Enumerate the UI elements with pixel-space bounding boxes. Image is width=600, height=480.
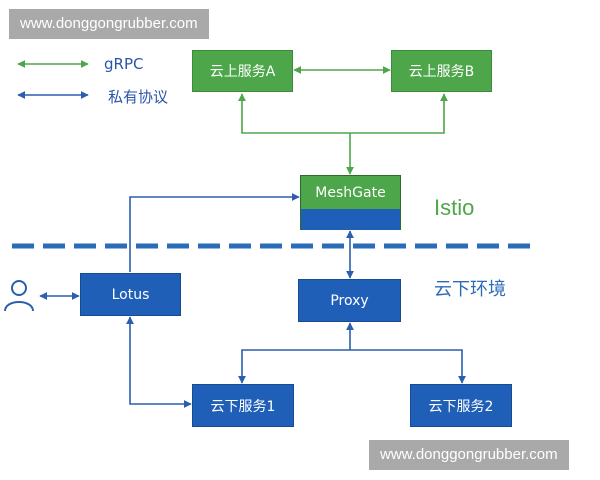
node-lotus: Lotus [80, 273, 181, 316]
node-cloud-service-b: 云上服务B [391, 50, 492, 92]
meshgate-base [301, 209, 400, 230]
watermark-bottom: www.donggongrubber.com [369, 440, 569, 470]
meshgate-label: MeshGate [301, 176, 400, 209]
region-label-onprem: 云下环境 [434, 279, 506, 300]
arrow-meshgate-cloud-services [238, 93, 448, 175]
region-label-istio: Istio [434, 195, 475, 220]
legend-private-label: 私有协议 [108, 88, 169, 106]
user-icon [4, 280, 34, 312]
node-local-service-1: 云下服务1 [192, 384, 294, 427]
node-local-service-2: 云下服务2 [410, 384, 512, 427]
arrow-lotus-meshgate [129, 193, 300, 272]
node-meshgate: MeshGate [300, 175, 401, 230]
arrow-lotus-local-1 [126, 316, 192, 408]
node-cloud-service-a: 云上服务A [192, 50, 293, 92]
node-proxy: Proxy [298, 279, 401, 322]
legend-grpc-label: gRPC [104, 55, 144, 73]
watermark-top: www.donggongrubber.com [9, 9, 209, 39]
arrow-proxy-local-services [238, 322, 466, 384]
